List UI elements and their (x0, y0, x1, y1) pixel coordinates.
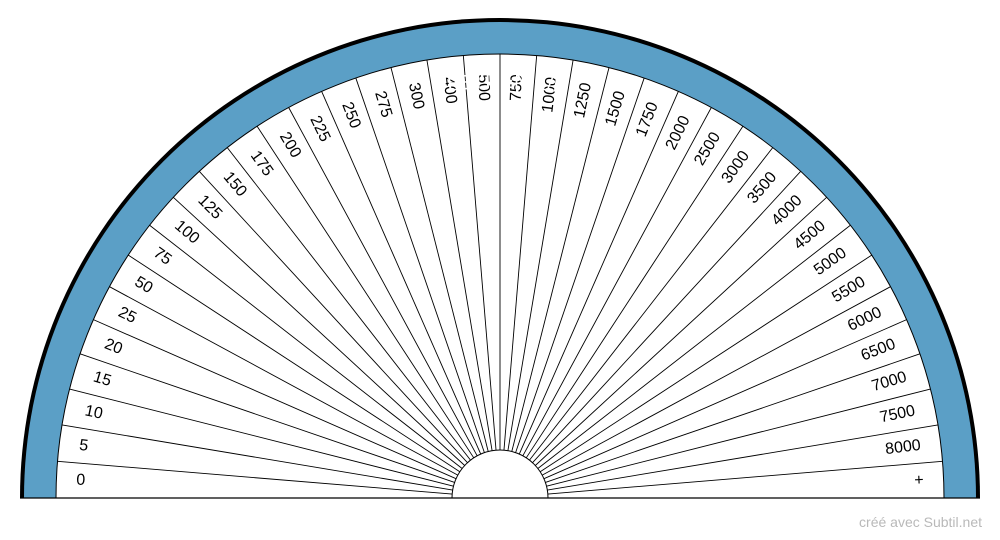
segment-divider (507, 59, 574, 451)
segment-label: 0 (76, 472, 86, 489)
segment-label: 300 (405, 81, 427, 111)
segment-label: 15 (91, 369, 113, 390)
segment-divider (109, 286, 458, 476)
segment-label: 1000 (539, 76, 560, 114)
segment-divider (539, 254, 872, 473)
segment-divider (515, 77, 645, 453)
segment-divider (128, 254, 461, 473)
segment-divider (321, 91, 482, 455)
segment-divider (173, 196, 465, 466)
segment-divider (462, 55, 497, 451)
segment-divider (288, 107, 478, 456)
segment-label: 50 (132, 273, 156, 297)
segment-divider (79, 353, 455, 483)
segment-divider (93, 319, 457, 480)
segment-divider (542, 286, 891, 476)
segment-divider (546, 388, 931, 487)
segment-label: 5 (78, 437, 89, 455)
segment-divider (61, 424, 453, 491)
segment-label: 275 (371, 89, 395, 120)
segment-divider (426, 59, 493, 451)
segment-divider (226, 147, 471, 461)
segment-divider (543, 319, 907, 480)
segment-divider (198, 171, 468, 463)
segment-divider (529, 147, 774, 461)
segment-divider (547, 460, 943, 495)
segment-label: 8000 (884, 437, 922, 458)
segment-divider (57, 460, 453, 495)
segment-divider (537, 224, 851, 469)
footer-credit: créé avec Subtil.net (859, 514, 982, 530)
segment-divider (256, 126, 475, 459)
segment-label: 7500 (878, 402, 916, 426)
segment-divider (518, 91, 679, 455)
segment-divider (522, 107, 712, 456)
segment-label: 500 (474, 74, 492, 101)
segment-label: + (914, 472, 924, 489)
segment-lines (57, 54, 943, 495)
segment-divider (535, 196, 827, 466)
segment-divider (547, 424, 939, 491)
segment-divider (503, 55, 538, 451)
segment-divider (532, 171, 802, 463)
segment-label: 1250 (571, 81, 595, 119)
segment-divider (525, 126, 744, 459)
segment-divider (149, 224, 463, 469)
segment-label: 750 (508, 74, 526, 101)
center-hub (451, 449, 549, 499)
segment-divider (545, 353, 921, 483)
segment-label: 25 (115, 304, 139, 327)
segment-divider (511, 67, 610, 452)
segment-divider (390, 67, 489, 452)
segment-divider (355, 77, 485, 453)
segment-divider (69, 388, 454, 487)
segment-label: 10 (83, 402, 104, 422)
segment-label: 400 (439, 76, 459, 105)
segment-label: 20 (102, 336, 125, 358)
